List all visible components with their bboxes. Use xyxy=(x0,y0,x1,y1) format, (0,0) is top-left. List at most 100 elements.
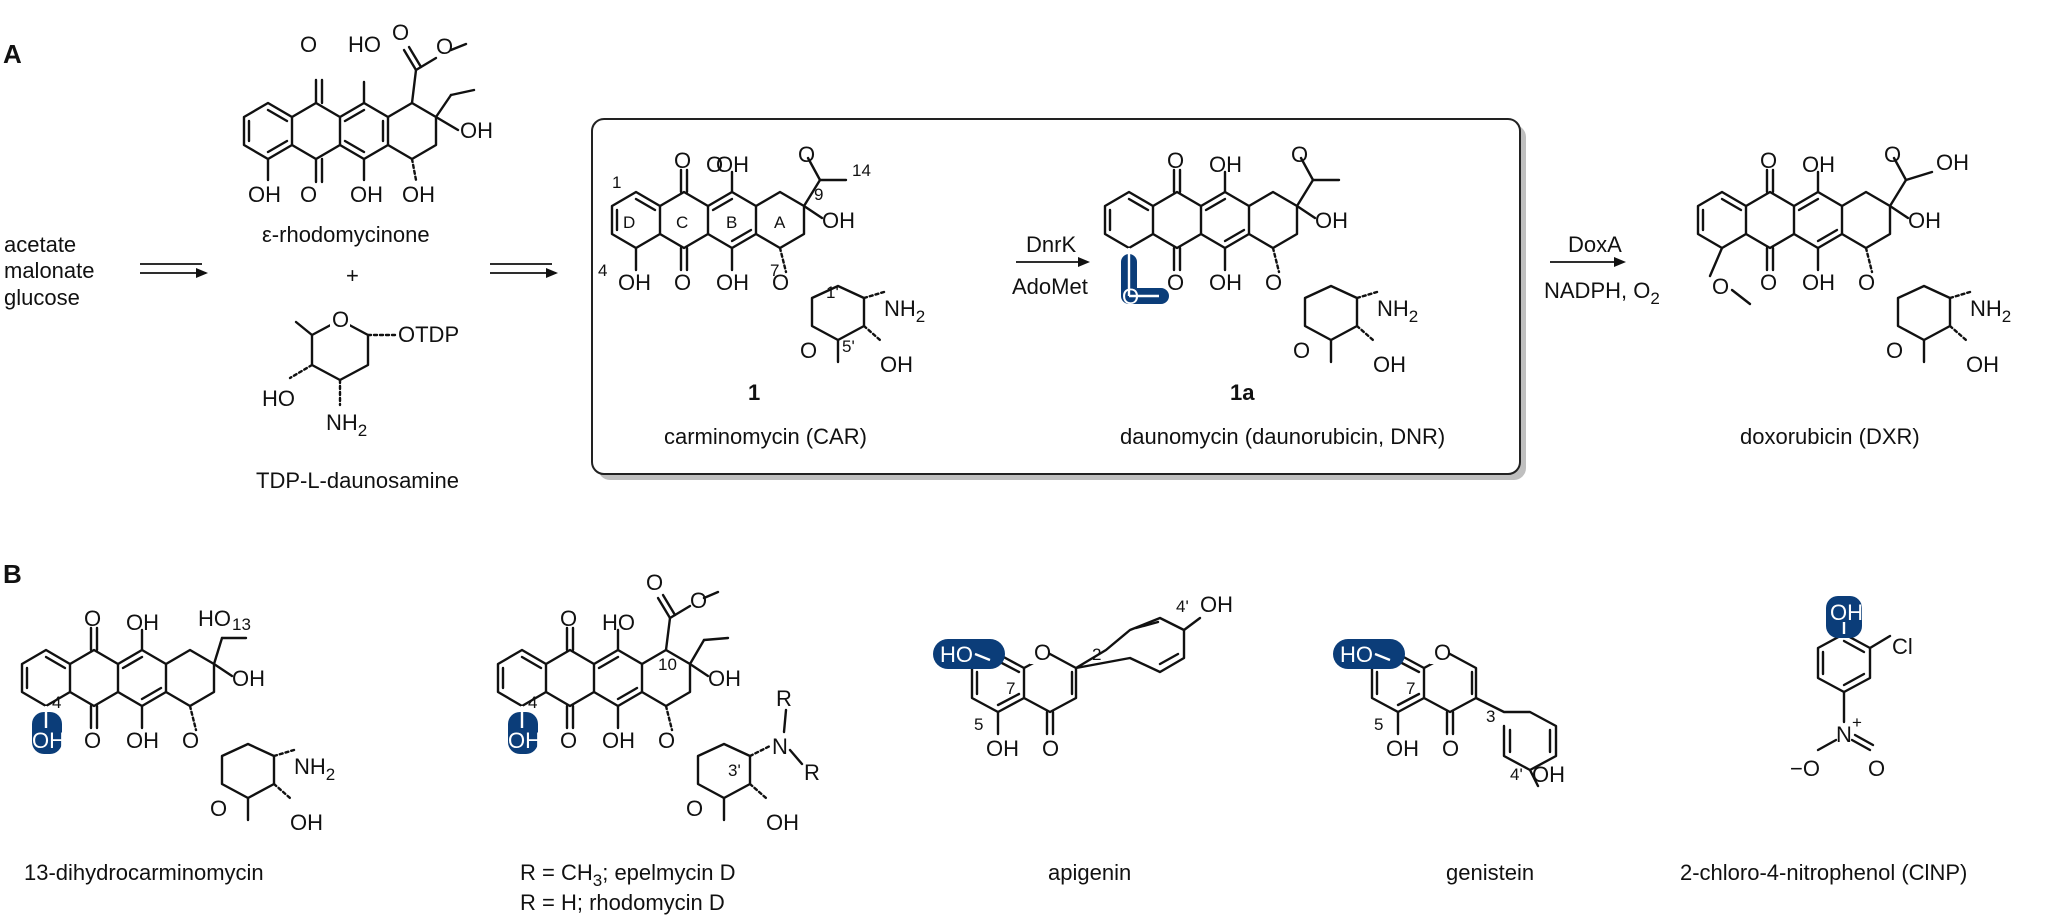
atom-nh2: NH2 xyxy=(884,296,925,326)
epelmycin-name: R = CH3; epelmycin D xyxy=(520,860,736,890)
atom-oh: OH xyxy=(1373,352,1406,377)
atom-o: O xyxy=(560,728,577,753)
doxorubicin-structure: O O OH O OH OH O OH O O NH2 OH xyxy=(1696,142,2011,377)
atom-oh: OH xyxy=(602,728,635,753)
atom-o: O xyxy=(1884,142,1901,167)
atom-o: O xyxy=(674,270,691,295)
position-1: 1 xyxy=(612,173,621,192)
r-substituent: R xyxy=(776,686,792,711)
cl-atom: Cl xyxy=(1892,634,1913,659)
atom-o: O xyxy=(436,34,453,59)
atom-oh: OH xyxy=(766,810,799,835)
atom-o: O xyxy=(300,32,317,57)
precursor-malonate: malonate xyxy=(4,258,95,283)
position-4-prime: 4' xyxy=(1176,597,1189,616)
position-5: 5 xyxy=(974,715,983,734)
atom-oh: OH xyxy=(1532,762,1565,787)
atom-o: O xyxy=(1042,736,1059,761)
atom-oh: OH xyxy=(290,810,323,835)
atom-oh: OH xyxy=(880,352,913,377)
enzyme-box xyxy=(591,118,1521,475)
position-7: 7 xyxy=(1006,679,1015,698)
atom-o: O xyxy=(332,307,349,332)
clnp-name: 2-chloro-4-nitrophenol (ClNP) xyxy=(1680,860,1967,885)
carminomycin-number: 1 xyxy=(748,380,760,405)
doxa-enzyme-label: DoxA xyxy=(1568,232,1622,257)
genistein-structure: HO O O OH OH 7 3 5 4' xyxy=(1333,639,1565,788)
atom-o: O xyxy=(392,20,409,45)
clnp-structure: OH Cl N + −O O xyxy=(1790,596,1913,781)
rhodomycin-name: R = H; rhodomycin D xyxy=(520,890,725,915)
atom-o: O xyxy=(1868,756,1885,781)
atom-o: O xyxy=(84,606,101,631)
atom-o: O xyxy=(300,182,317,207)
atom-ho: HO xyxy=(198,606,231,631)
ho-label: HO xyxy=(262,386,295,411)
atom-oh: OH xyxy=(1386,736,1419,761)
atom-oh: OH xyxy=(1200,592,1233,617)
position-5: 5 xyxy=(1374,715,1383,734)
atom-oh: OH xyxy=(508,728,541,753)
dnrk-enzyme-label: DnrK xyxy=(1026,232,1076,257)
atom-o: O xyxy=(1434,640,1451,665)
o-minus-atom: −O xyxy=(1790,756,1820,781)
precursor-glucose: glucose xyxy=(4,285,80,310)
position-7: 7 xyxy=(770,261,779,280)
atom-o: O xyxy=(1760,148,1777,173)
atom-o: O xyxy=(182,728,199,753)
atom-o: O xyxy=(800,338,817,363)
position-4: 4 xyxy=(528,693,537,712)
atom-oh: OH xyxy=(232,666,265,691)
position-10: 10 xyxy=(658,655,677,674)
daunosamine-structure: O OTDP HO NH2 xyxy=(262,307,459,440)
atom-o: O xyxy=(1265,270,1282,295)
atom-ho: HO xyxy=(1340,642,1373,667)
atom-ho: HO xyxy=(348,32,381,57)
nh2-label: NH2 xyxy=(326,410,367,440)
panel-label-a: A xyxy=(3,39,22,69)
atom-oh: OH xyxy=(1209,152,1242,177)
dnrk-reaction-arrow xyxy=(1016,257,1090,267)
highlight-4-oh xyxy=(508,712,538,754)
atom-oh: OH xyxy=(1966,352,1999,377)
n-charge: + xyxy=(1852,713,1862,732)
position-1-prime: 1' xyxy=(826,283,839,302)
atom-nh2: NH2 xyxy=(1970,296,2011,326)
r-substituent: R xyxy=(804,760,820,785)
atom-oh: OH xyxy=(1936,150,1969,175)
atom-o: O xyxy=(1886,338,1903,363)
atom-o: O xyxy=(658,728,675,753)
panel-label-b: B xyxy=(3,559,22,589)
position-13: 13 xyxy=(232,615,251,634)
multistep-arrow-2 xyxy=(490,263,558,278)
atom-o: O xyxy=(646,570,663,595)
daunomycin-number: 1a xyxy=(1230,380,1255,405)
apigenin-structure: HO O O OH OH 7 2 5 4' xyxy=(933,592,1233,761)
atom-o: O xyxy=(1760,270,1777,295)
atom-o: O xyxy=(1858,270,1875,295)
atom-nh2: NH2 xyxy=(1377,296,1418,326)
position-2: 2 xyxy=(1092,645,1101,664)
position-4: 4 xyxy=(52,693,61,712)
atom-oh: OH xyxy=(1830,600,1863,625)
atom-o: O xyxy=(690,588,707,613)
atom-oh: OH xyxy=(460,118,493,143)
atom-oh: OH xyxy=(708,666,741,691)
epelmycin-structure: OH 4 10 3' O HO O O OH O OH O O R N R OH xyxy=(496,570,820,835)
ring-label-b: B xyxy=(726,213,737,232)
atom-oh: OH xyxy=(1802,270,1835,295)
dihydrocarminomycin-structure: OH 4 O OH HO 13 OH O OH O O NH2 OH xyxy=(20,606,335,835)
otdp-label: OTDP xyxy=(398,322,459,347)
atom-oh: OH xyxy=(716,270,749,295)
atom-o: O xyxy=(674,148,691,173)
highlight-oh xyxy=(1826,596,1862,638)
atom-oh: OH xyxy=(1315,208,1348,233)
atom-oh: OH xyxy=(126,728,159,753)
precursor-acetate: acetate xyxy=(4,232,76,257)
position-9: 9 xyxy=(814,185,823,204)
position-3-prime: 3' xyxy=(728,761,741,780)
genistein-name: genistein xyxy=(1446,860,1534,885)
atom-o: O xyxy=(84,728,101,753)
n-atom: N xyxy=(772,734,788,759)
